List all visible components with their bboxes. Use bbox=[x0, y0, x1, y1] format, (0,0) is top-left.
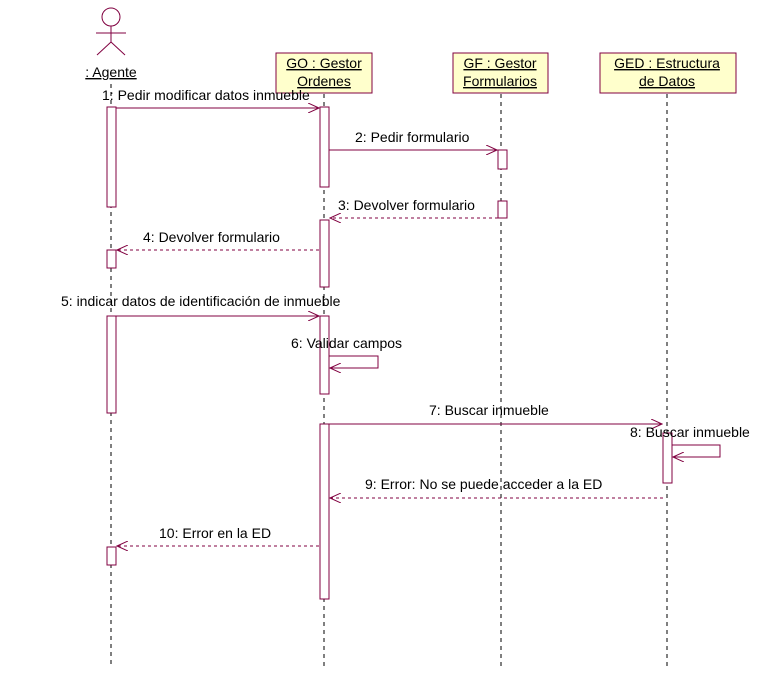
message-1-label: 1: Pedir modificar datos inmueble bbox=[102, 87, 310, 103]
object-gf-box bbox=[452, 52, 549, 94]
message-5-label: 5: indicar datos de identificación de in… bbox=[61, 293, 341, 309]
message-8[interactable]: 8: Buscar inmueble bbox=[630, 424, 750, 457]
object-ged-box bbox=[599, 52, 737, 94]
object-go-box bbox=[275, 52, 373, 94]
object-go-line-1: GO : Gestor bbox=[286, 55, 362, 71]
activation-agente-1 bbox=[106, 106, 117, 208]
activation-agente-3 bbox=[106, 315, 117, 414]
message-6-label: 6: Validar campos bbox=[291, 335, 402, 351]
activation-go-4 bbox=[319, 423, 330, 600]
actor-head bbox=[101, 7, 121, 27]
message-8-arrow bbox=[672, 444, 721, 457]
activation-agente-4 bbox=[106, 546, 117, 566]
object-go[interactable]: GO : Gestor Ordenes bbox=[275, 52, 373, 94]
message-4-label: 4: Devolver formulario bbox=[143, 229, 280, 245]
message-7[interactable]: 7: Buscar inmueble bbox=[329, 402, 662, 424]
message-1[interactable]: 1: Pedir modificar datos inmueble bbox=[102, 87, 319, 108]
activation-go-1 bbox=[319, 106, 330, 188]
activation-ged-1 bbox=[662, 432, 673, 484]
message-2-label: 2: Pedir formulario bbox=[355, 129, 470, 145]
activation-gf-2 bbox=[497, 200, 508, 219]
message-3[interactable]: 3: Devolver formulario bbox=[330, 197, 498, 218]
actor-agente[interactable]: : Agente bbox=[85, 7, 137, 80]
message-10-label: 10: Error en la ED bbox=[159, 525, 271, 541]
object-ged-line-2: de Datos bbox=[639, 73, 695, 89]
actor-leg-left bbox=[96, 41, 112, 56]
object-gf-line-1: GF : Gestor bbox=[463, 55, 536, 71]
activation-agente-2 bbox=[106, 249, 117, 269]
message-8-label: 8: Buscar inmueble bbox=[630, 424, 750, 440]
message-6[interactable]: 6: Validar campos bbox=[291, 335, 402, 368]
object-gf[interactable]: GF : Gestor Formularios bbox=[452, 52, 549, 94]
activation-go-3 bbox=[319, 315, 330, 395]
message-6-arrow bbox=[329, 355, 379, 368]
object-ged-line-1: GED : Estructura bbox=[614, 55, 720, 71]
message-9-label: 9: Error: No se puede acceder a la ED bbox=[365, 476, 602, 492]
activation-go-2 bbox=[319, 219, 330, 288]
actor-label: : Agente bbox=[85, 64, 137, 80]
object-ged[interactable]: GED : Estructura de Datos bbox=[599, 52, 737, 94]
actor-leg-right bbox=[110, 41, 126, 56]
activation-gf-1 bbox=[497, 149, 508, 170]
message-4[interactable]: 4: Devolver formulario bbox=[117, 229, 319, 250]
message-2[interactable]: 2: Pedir formulario bbox=[329, 129, 497, 150]
message-10[interactable]: 10: Error en la ED bbox=[117, 525, 319, 546]
message-5[interactable]: 5: indicar datos de identificación de in… bbox=[61, 293, 341, 316]
message-9[interactable]: 9: Error: No se puede acceder a la ED bbox=[330, 476, 663, 498]
message-7-label: 7: Buscar inmueble bbox=[429, 402, 549, 418]
object-gf-line-2: Formularios bbox=[463, 73, 537, 89]
object-go-line-2: Ordenes bbox=[297, 73, 351, 89]
message-3-label: 3: Devolver formulario bbox=[338, 197, 475, 213]
